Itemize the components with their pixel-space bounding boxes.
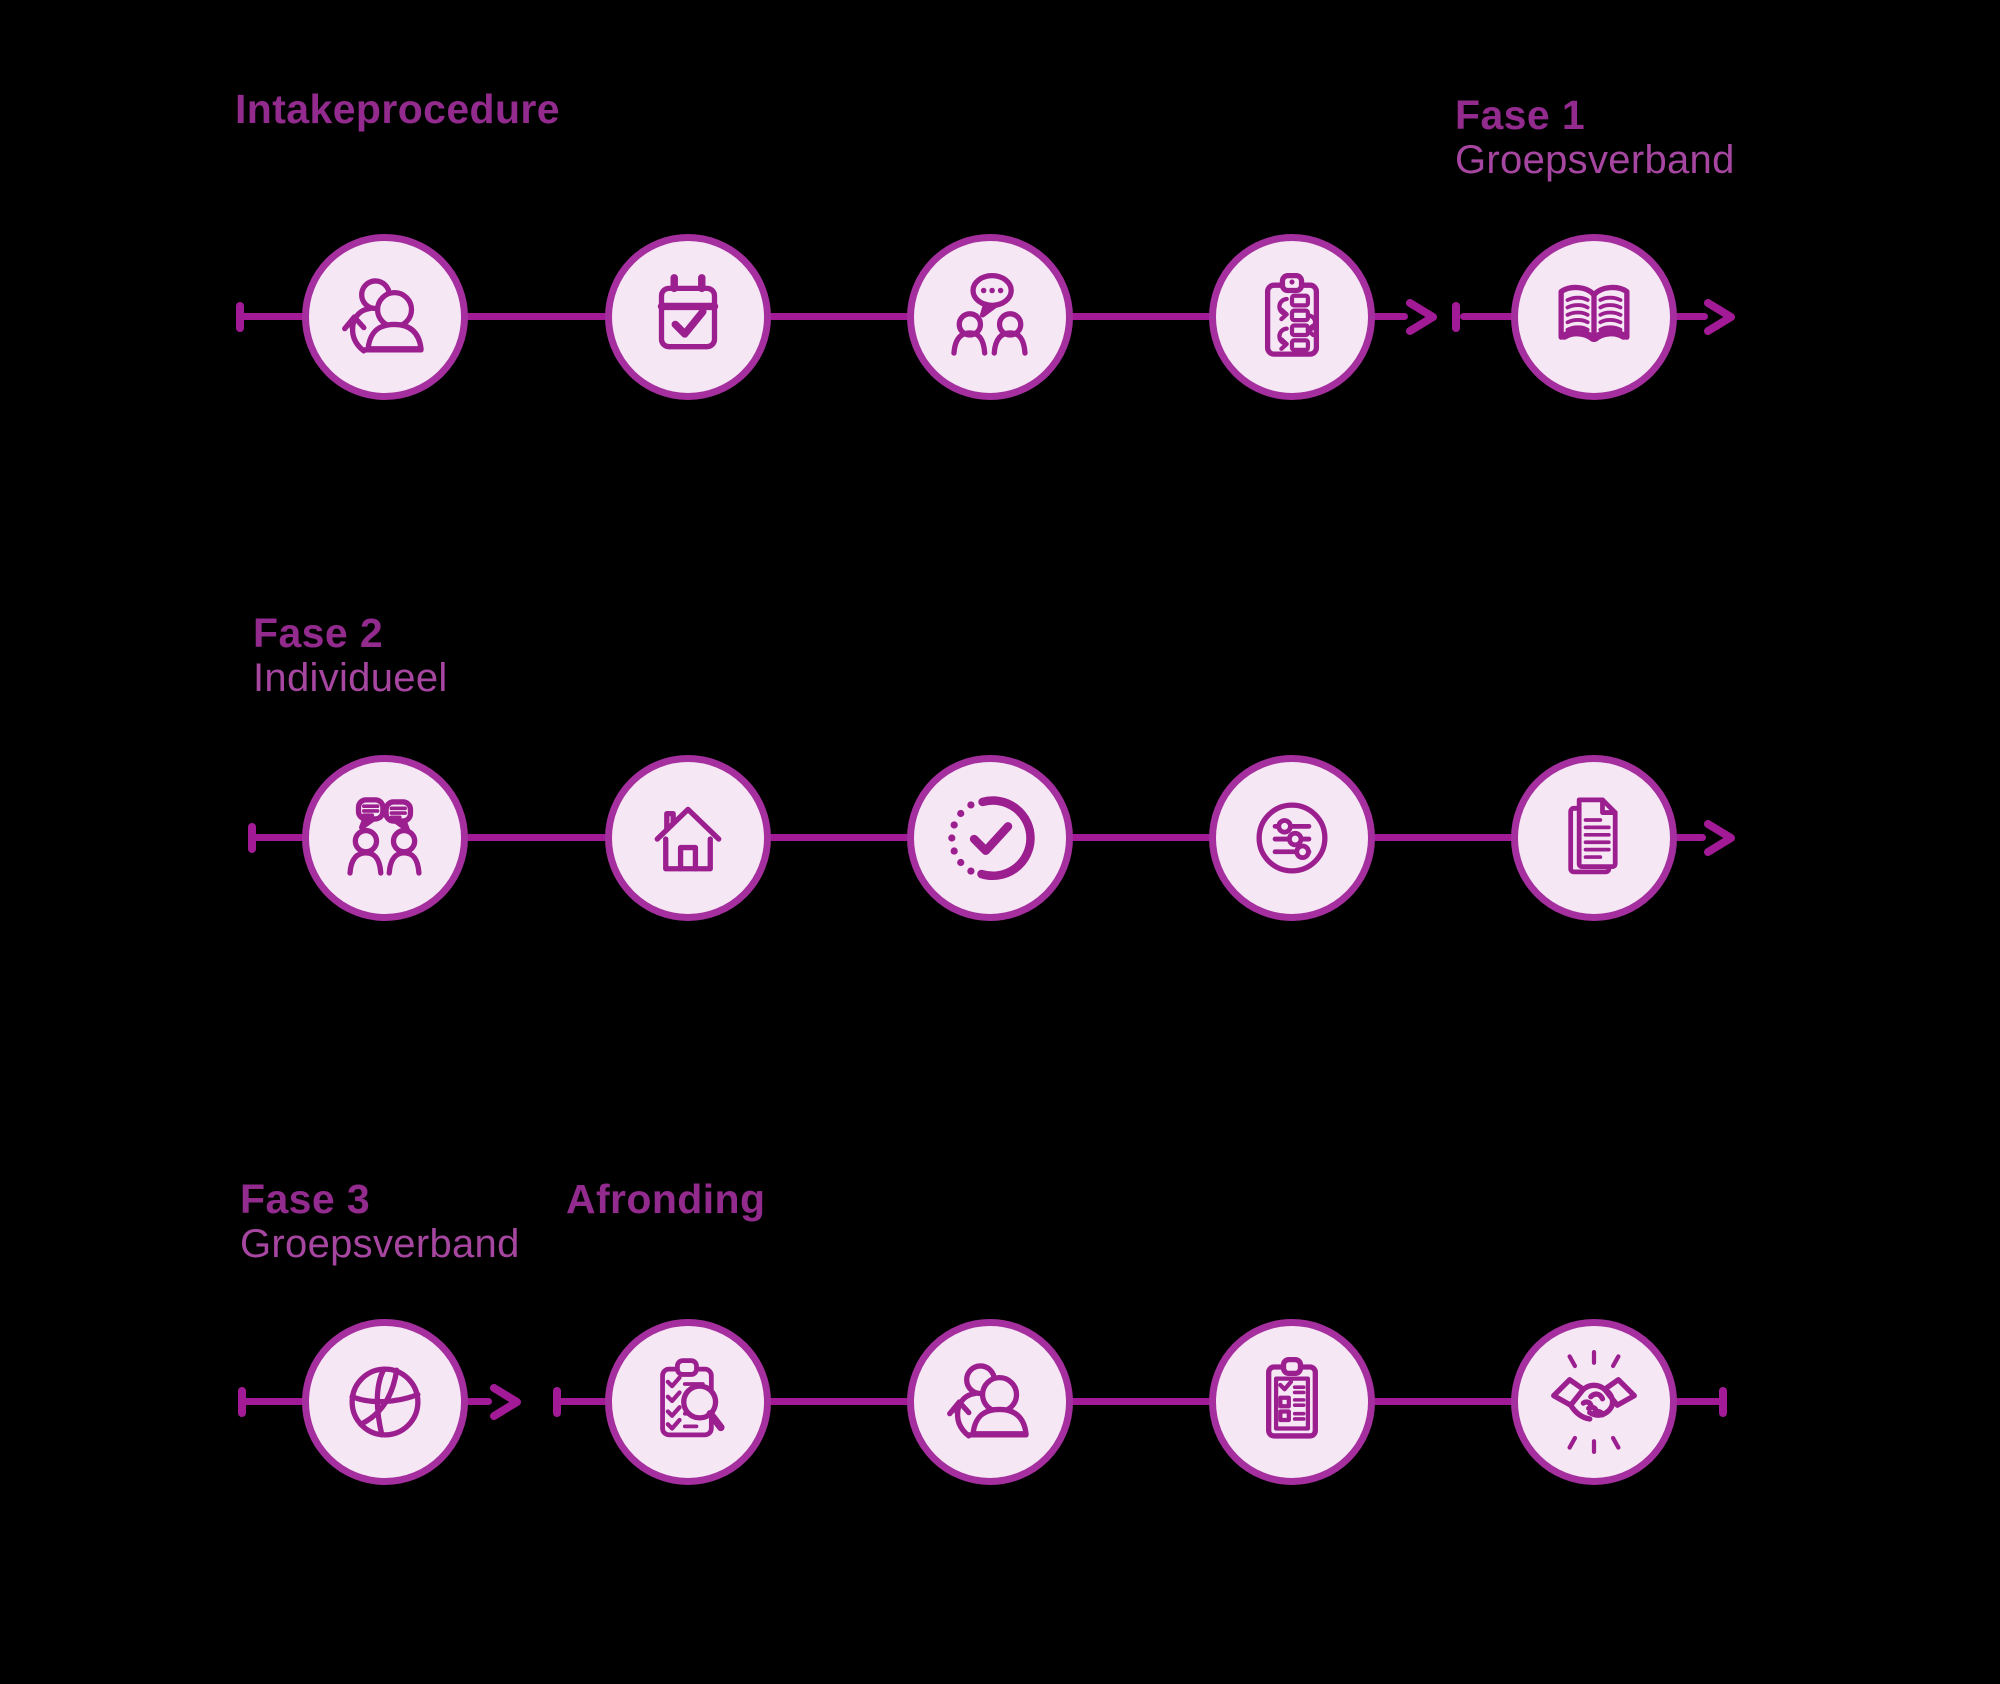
fase2-subtitle: Individueel [253, 656, 448, 700]
step-circle-dotted-circle-check [907, 755, 1073, 921]
step-circle-people-referral [907, 1319, 1073, 1485]
afronding-title: Afronding [566, 1176, 766, 1222]
people-dialog-icon [347, 797, 422, 876]
fase3-title: Fase 3 [240, 1176, 371, 1222]
documents-icon [1568, 797, 1618, 875]
line-start-tick [1452, 302, 1460, 332]
dotted-circle-check-icon [948, 796, 1035, 880]
step-circle-checklist-magnifier [605, 1319, 771, 1485]
house-icon [654, 806, 722, 872]
calendar-check-icon [657, 274, 719, 350]
fase1-title: Fase 1 [1455, 92, 1586, 138]
step-circle-people-dialog [302, 755, 468, 921]
step-circle-house [605, 755, 771, 921]
clipboard-process-icon [1264, 273, 1320, 357]
fase2-title: Fase 2 [253, 610, 384, 656]
people-chat-icon [951, 273, 1028, 356]
arrowhead-icon [490, 1384, 522, 1420]
arrowhead-icon [1704, 820, 1736, 856]
checklist-magnifier-icon [660, 1358, 725, 1438]
step-circle-clipboard-checklist [1209, 1319, 1375, 1485]
step-circle-sliders [1209, 755, 1375, 921]
people-referral-icon [947, 1363, 1029, 1439]
step-circle-calendar-check [605, 234, 771, 400]
fase1-subtitle: Groepsverband [1455, 138, 1735, 182]
open-book-icon [1558, 284, 1630, 342]
arrowhead-icon [1704, 299, 1736, 335]
sliders-icon [1256, 802, 1328, 874]
step-circle-documents [1511, 755, 1677, 921]
people-referral-icon [342, 278, 424, 354]
clipboard-checklist-icon [1266, 1356, 1318, 1439]
line-end-tick [1719, 1387, 1727, 1417]
step-circle-clipboard-process [1209, 234, 1375, 400]
fase3-subtitle: Groepsverband [240, 1222, 520, 1266]
handshake-icon [1551, 1350, 1637, 1454]
step-circle-people-referral [302, 234, 468, 400]
flow-line [557, 1398, 1723, 1405]
step-circle-open-book [1511, 234, 1677, 400]
step-circle-handshake [1511, 1319, 1677, 1485]
arrowhead-icon [1406, 299, 1438, 335]
step-circle-people-chat [907, 234, 1073, 400]
volleyball-icon [349, 1366, 421, 1438]
intake-title: Intakeprocedure [235, 86, 560, 132]
flow-line [240, 313, 1408, 320]
step-circle-volleyball [302, 1319, 468, 1485]
